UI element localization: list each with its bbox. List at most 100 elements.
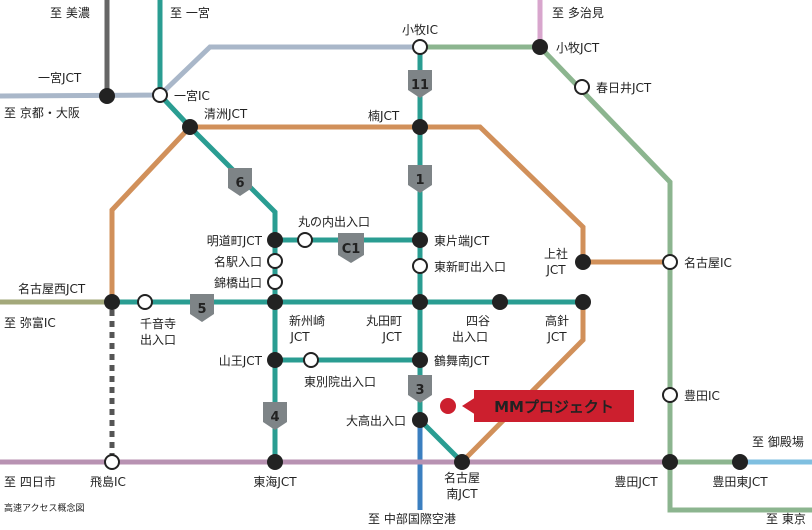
label-komaki-ic: 小牧IC [402, 23, 438, 37]
route-1-line [417, 47, 464, 464]
label-sanno-jct: 山王JCT [219, 354, 263, 368]
node-sanno-jct [267, 352, 283, 368]
direction-centrair: 至 中部国際空港 [368, 511, 456, 526]
node-tsurumai-minami-jct [412, 352, 428, 368]
label-tobishima-ic: 飛島IC [90, 474, 126, 489]
project-callout-pointer [462, 397, 476, 415]
node-nagoya-nishi-jct [104, 294, 120, 310]
node-kamiyashiro-jct [575, 254, 591, 270]
label-nishiki: 錦橋出口 [214, 275, 262, 290]
project-label: MMプロジェクト [494, 398, 614, 416]
node-toyota-higashi-jct [732, 454, 748, 470]
svg-text:5: 5 [197, 302, 206, 317]
node-komaki-jct [532, 39, 548, 55]
label-kiyosu-jct: 清洲JCT [204, 107, 248, 121]
route-4-shield: 4 [263, 402, 287, 430]
label-toyota-higashi-jct: 豊田東JCT [712, 475, 768, 489]
direction-tokyo: 至 東京 [766, 512, 806, 526]
label-kusunoki-jct: 楠JCT [368, 108, 400, 123]
route-5-shield: 5 [190, 294, 214, 322]
label-toyota-jct: 豊田JCT [614, 475, 658, 489]
label-senonji-line1: 千音寺 [140, 316, 176, 331]
direction-gotenba: 至 御殿場 [752, 434, 804, 449]
node-kusunoki-jct [412, 119, 428, 135]
route-1-shield: 1 [408, 165, 432, 193]
direction-kyoto-osaka: 至 京都・大阪 [4, 106, 80, 120]
map-caption: 高速アクセス概念図 [4, 502, 85, 514]
label-meieki: 名駅入口 [214, 254, 262, 269]
node-meieki [267, 253, 283, 269]
label-ichinomiya-jct: 一宮JCT [38, 70, 82, 85]
node-meidoucho-jct [267, 232, 283, 248]
route-6-shield: 6 [228, 168, 252, 196]
node-shinsuzaki-jct [267, 294, 283, 310]
label-shinsuzaki-line1: 新州崎 [289, 313, 325, 328]
label-higashikataha-jct: 東片端JCT [434, 234, 490, 248]
svg-text:C1: C1 [342, 242, 361, 257]
svg-text:6: 6 [235, 176, 244, 191]
direction-mino: 至 美濃 [50, 6, 90, 20]
label-yotsuya-line2: 出入口 [452, 330, 488, 344]
node-ichinomiya-ic [152, 87, 168, 103]
direction-tajimi: 至 多治見 [552, 6, 604, 20]
node-nishiki [267, 274, 283, 290]
label-kamiyashiro-jct-line1: 上社 [544, 246, 568, 261]
project-callout-box [474, 390, 634, 422]
direction-ichinomiya: 至 一宮 [170, 5, 210, 20]
node-higashishinmachi [412, 258, 428, 274]
label-kasugai-jct: 春日井JCT [596, 81, 652, 95]
node-marunouchi [297, 232, 313, 248]
svg-text:4: 4 [270, 410, 279, 425]
label-marutamachi-line1: 丸田町 [366, 314, 402, 328]
node-toyota-ic [662, 387, 678, 403]
svg-text:3: 3 [415, 383, 424, 398]
node-nagoya-ic [662, 254, 678, 270]
label-takabari-line2: JCT [546, 330, 567, 344]
label-senonji-line2: 出入口 [140, 333, 176, 347]
node-kiyosu-jct [182, 119, 198, 135]
node-kasugai-jct [574, 79, 590, 95]
node-odaka [412, 412, 428, 428]
node-higashikataha-jct [412, 232, 428, 248]
direction-yatomi: 至 弥富IC [4, 315, 56, 330]
label-marutamachi-line2: JCT [381, 330, 402, 344]
label-komaki-jct: 小牧JCT [556, 41, 600, 55]
label-yotsuya-line1: 四谷 [466, 314, 490, 328]
route-meishin-line [0, 44, 420, 99]
route-ring-orange-line [109, 124, 670, 302]
label-shinsuzaki-line2: JCT [289, 330, 310, 344]
label-marunouchi: 丸の内出入口 [298, 215, 370, 229]
node-yotsuya [492, 294, 508, 310]
label-higashishinmachi: 東新町出入口 [434, 259, 506, 274]
route-11-shield: 11 [408, 70, 432, 98]
direction-yokkaichi: 至 四日市 [4, 474, 56, 489]
route-tomei-line [538, 45, 812, 513]
label-toyota-ic: 豊田IC [684, 389, 720, 403]
node-takabari-jct [575, 294, 591, 310]
label-odaka: 大高出入口 [346, 413, 406, 428]
node-tokai-jct [267, 454, 283, 470]
label-nagoya-minami-line1: 名古屋 [444, 470, 480, 485]
label-nagoya-nishi-jct: 名古屋西JCT [18, 281, 86, 296]
label-ichinomiya-ic: 一宮IC [174, 88, 210, 103]
label-nagoya-ic: 名古屋IC [684, 255, 732, 270]
node-tobishima-ic [104, 454, 120, 470]
route-c1-shield: C1 [338, 233, 364, 263]
label-takabari-line1: 高針 [545, 313, 569, 328]
label-higashibetsuin: 東別院出入口 [304, 375, 376, 389]
label-tokai-jct: 東海JCT [253, 474, 297, 489]
node-marutamachi-jct [412, 294, 428, 310]
svg-text:11: 11 [411, 78, 429, 93]
label-tsurumai-minami-jct: 鶴舞南JCT [434, 353, 490, 368]
label-kamiyashiro-jct-line2: JCT [545, 263, 566, 277]
svg-text:1: 1 [415, 173, 424, 188]
node-senonji [137, 294, 153, 310]
node-komaki-ic [412, 39, 428, 55]
node-higashibetsuin [303, 352, 319, 368]
label-nagoya-minami-line2: 南JCT [446, 486, 478, 501]
node-toyota-jct [662, 454, 678, 470]
label-meidoucho-jct: 明道町JCT [207, 234, 263, 248]
node-nagoya-minami-jct [454, 454, 470, 470]
project-location-dot [440, 398, 456, 414]
